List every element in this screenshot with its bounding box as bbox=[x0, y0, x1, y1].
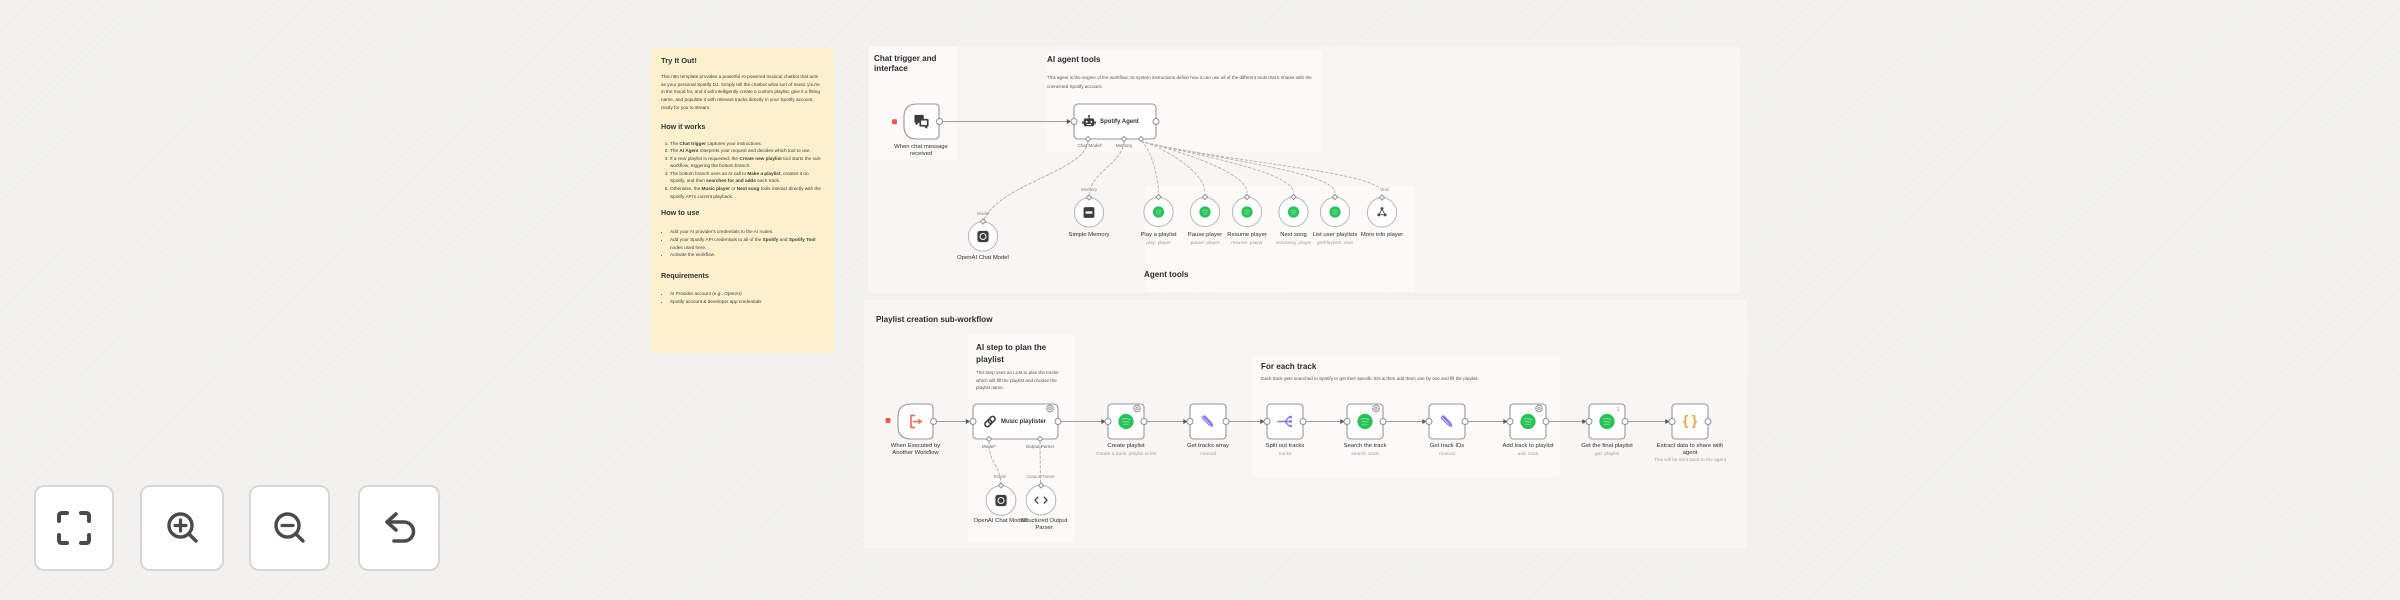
svg-text:1: 1 bbox=[1616, 407, 1619, 413]
svg-text:{ }: { } bbox=[1683, 413, 1698, 428]
